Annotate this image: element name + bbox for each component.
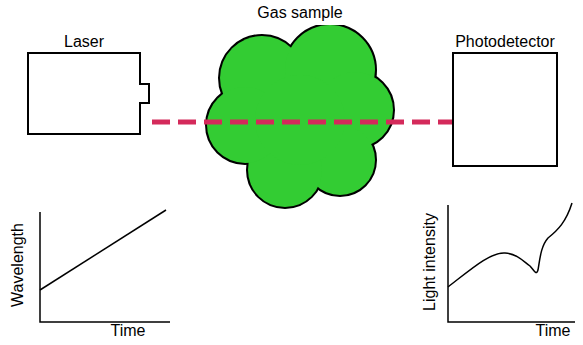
gas-cloud: Gas sample <box>205 25 395 215</box>
photodetector-box: Photodetector <box>452 52 558 167</box>
node-heading: Photodetector <box>455 33 555 51</box>
laser-beam <box>152 120 452 125</box>
axis-label: Time <box>536 322 571 340</box>
intensity-curve <box>448 203 572 287</box>
intensity-axes <box>448 205 575 322</box>
node-heading: Gas sample <box>257 4 342 22</box>
axis-label: Wavelength <box>9 223 27 307</box>
cloud-outline <box>205 25 395 215</box>
laser-box: Laser <box>27 52 141 135</box>
wavelength-axes <box>40 212 170 322</box>
node-heading: Laser <box>64 33 104 51</box>
axis-label: Light intensity <box>421 213 439 311</box>
axis-label: Time <box>111 322 146 340</box>
laser-nozzle <box>139 83 150 104</box>
wavelength-ramp <box>40 210 166 290</box>
